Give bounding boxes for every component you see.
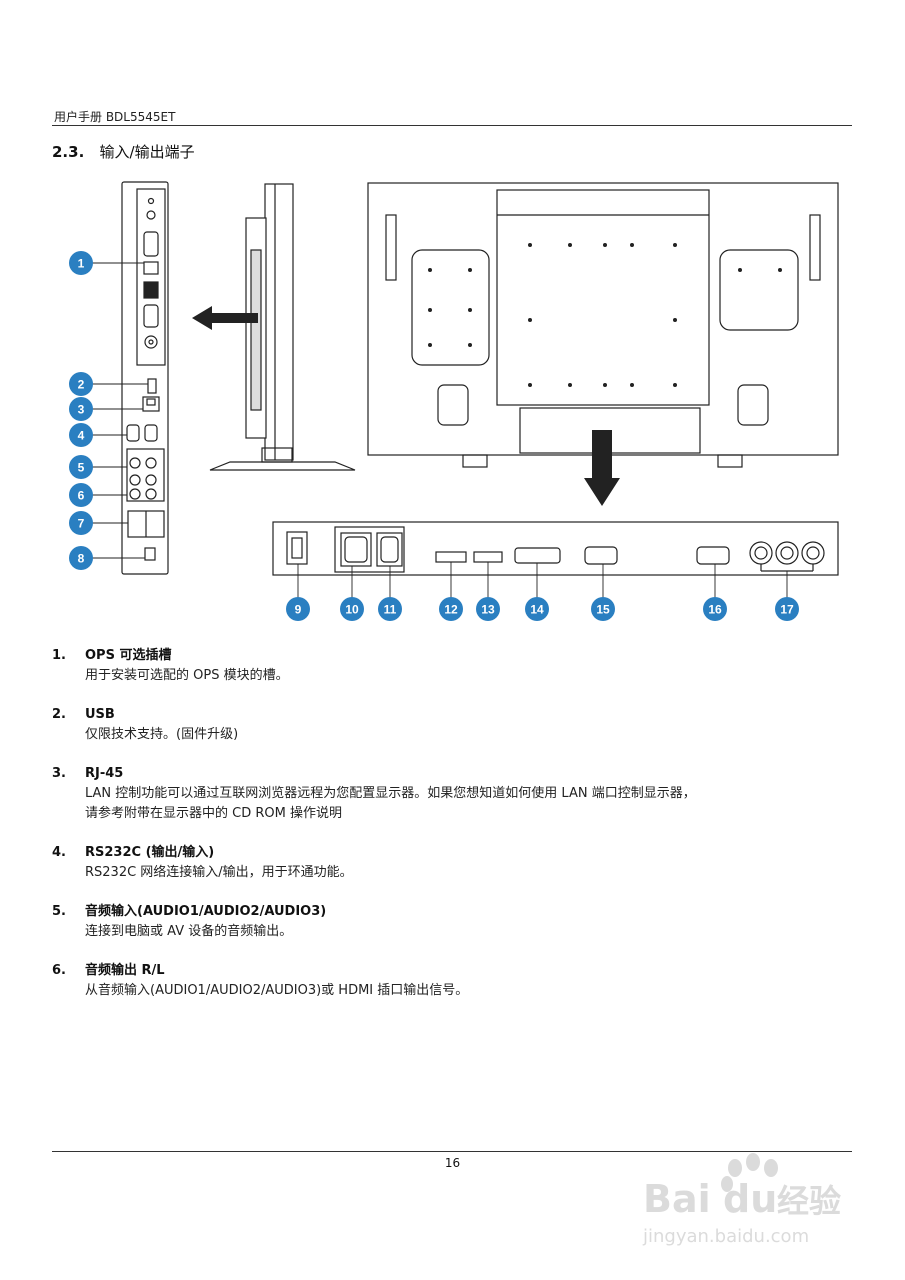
svg-text:经验: 经验 [777, 1182, 841, 1220]
callout-label: 4 [78, 429, 85, 443]
item-title: USB [85, 707, 115, 722]
callout-label: 5 [78, 461, 85, 475]
callout-10: 10 [340, 597, 364, 621]
svg-text:jingyan.baidu.com: jingyan.baidu.com [642, 1226, 809, 1247]
rear-view [367, 182, 839, 468]
item-number: 1. [52, 648, 66, 663]
callout-label: 13 [481, 603, 495, 617]
item-title: RJ-45 [85, 766, 124, 781]
callout-15: 15 [591, 597, 615, 621]
callout-label: 8 [78, 552, 85, 566]
item-description: LAN 控制功能可以通过互联网浏览器远程为您配置显示器。如果您想知道如何使用 L… [85, 786, 696, 801]
callout-label: 2 [78, 378, 85, 392]
callout-3: 3 [69, 397, 93, 421]
arrow-left-icon [192, 306, 258, 330]
list-item: 6. 音频输出 R/L 从音频输入(AUDIO1/AUDIO2/AUDIO3)或 … [52, 961, 852, 1001]
item-number: 3. [52, 766, 66, 781]
list-item: 3. RJ-45 LAN 控制功能可以通过互联网浏览器远程为您配置显示器。如果您想… [52, 764, 852, 824]
page-number: 16 [444, 1156, 461, 1170]
callout-8: 8 [69, 546, 93, 570]
item-description: 仅限技术支持。(固件升级) [85, 727, 239, 742]
item-number: 6. [52, 963, 66, 978]
terminal-list: 1. OPS 可选插槽 用于安装可选配的 OPS 模块的槽。 2. USB 仅限技术… [52, 646, 852, 1020]
callout-label: 15 [596, 603, 610, 617]
callout-6: 6 [69, 483, 93, 507]
item-description: 用于安装可选配的 OPS 模块的槽。 [85, 668, 289, 683]
list-item: 5. 音频输入(AUDIO1/AUDIO2/AUDIO3) 连接到电脑或 AV 设… [52, 902, 852, 942]
section-heading: 输入/输出端子 [99, 143, 195, 161]
callout-1: 1 [69, 251, 93, 275]
baidu-watermark: Bai du 经验 jingyan.baidu.com [642, 1153, 841, 1247]
callout-7: 7 [69, 511, 93, 535]
svg-text:du: du [723, 1177, 777, 1221]
callout-label: 7 [78, 517, 85, 531]
callout-17: 17 [775, 597, 799, 621]
item-description: RS232C 网络连接输入/输出，用于环通功能。 [85, 865, 353, 880]
callout-label: 17 [780, 603, 794, 617]
callout-label: 3 [78, 403, 85, 417]
bottom-port-panel [272, 521, 839, 576]
callout-16: 16 [703, 597, 727, 621]
callout-12: 12 [439, 597, 463, 621]
section-number: 2.3. [52, 143, 85, 161]
list-item: 1. OPS 可选插槽 用于安装可选配的 OPS 模块的槽。 [52, 646, 852, 686]
callout-label: 11 [384, 603, 397, 617]
header-text: 用户手册 BDL5545ET [54, 110, 176, 124]
callout-label: 1 [78, 257, 85, 271]
item-description: 从音频输入(AUDIO1/AUDIO2/AUDIO3)或 HDMI 插口输出信号… [85, 983, 469, 998]
callout-4: 4 [69, 423, 93, 447]
item-title: 音频输入(AUDIO1/AUDIO2/AUDIO3) [85, 904, 327, 919]
item-number: 2. [52, 707, 66, 722]
side-port-panel [121, 181, 169, 575]
callout-label: 10 [345, 603, 359, 617]
item-description: 连接到电脑或 AV 设备的音频输出。 [85, 924, 293, 939]
item-title: RS232C (输出/输入) [85, 845, 215, 860]
item-title: OPS 可选插槽 [85, 648, 172, 663]
footer-rule [52, 1151, 852, 1152]
io-terminal-diagram: 1 2 3 4 5 6 7 8 9 10 11 12 13 14 15 16 1… [69, 181, 839, 621]
callout-label: 14 [530, 603, 544, 617]
callout-label: 12 [444, 603, 458, 617]
callout-2: 2 [69, 372, 93, 396]
callout-label: 16 [708, 603, 722, 617]
list-item: 4. RS232C (输出/输入) RS232C 网络连接输入/输出，用于环通功能… [52, 843, 852, 883]
callout-14: 14 [525, 597, 549, 621]
callout-11: 11 [378, 597, 402, 621]
item-number: 4. [52, 845, 66, 860]
item-number: 5. [52, 904, 66, 919]
side-profile [209, 183, 356, 471]
callout-label: 9 [295, 603, 302, 617]
callout-13: 13 [476, 597, 500, 621]
callout-5: 5 [69, 455, 93, 479]
header-rule [52, 125, 852, 126]
arrow-down-icon [584, 430, 620, 506]
item-title: 音频输出 R/L [85, 963, 165, 978]
callout-9: 9 [286, 597, 310, 621]
svg-text:Bai: Bai [643, 1177, 711, 1221]
item-description: 请参考附带在显示器中的 CD ROM 操作说明 [85, 806, 342, 821]
section-title: 2.3. 输入/输出端子 [52, 141, 195, 162]
callout-label: 6 [78, 489, 85, 503]
list-item: 2. USB 仅限技术支持。(固件升级) [52, 705, 852, 745]
